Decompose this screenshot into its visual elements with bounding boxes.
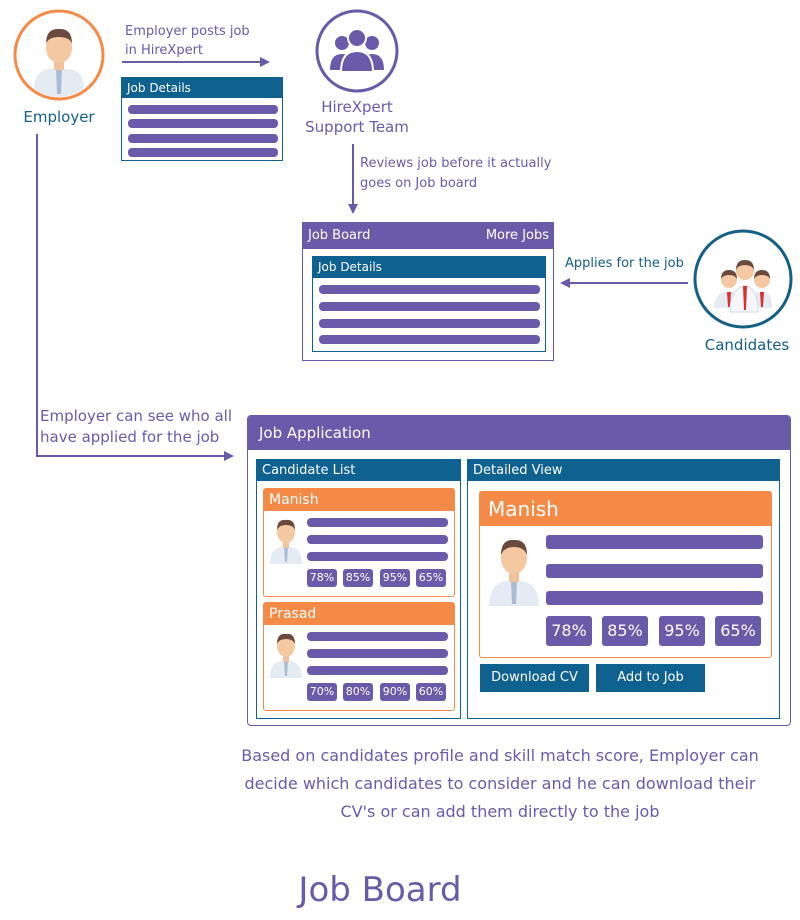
download-cv-button[interactable]: Download CV [480, 664, 589, 692]
support-line2: Support Team [305, 118, 409, 136]
see-line1: Employer can see who all [40, 407, 232, 425]
employer-label: Employer [23, 108, 95, 126]
score-badge: 90% [380, 683, 410, 701]
job-board-title: Job Board [308, 228, 371, 243]
candidates-avatar [692, 228, 794, 330]
add-to-job-button[interactable]: Add to Job [596, 664, 705, 692]
detail-avatar-icon [489, 539, 539, 606]
job-board-line [319, 302, 540, 311]
support-team-label: HireXpert Support Team [290, 97, 424, 137]
caption-line1: Based on candidates profile and skill ma… [241, 746, 759, 765]
job-board-inner-header: Job Details [313, 257, 545, 278]
score-badge: 78% [307, 569, 337, 587]
review-line1: Reviews job before it actually [360, 156, 552, 171]
post-step-text: Employer posts job in HireXpert [125, 22, 250, 60]
more-jobs-link[interactable]: More Jobs [485, 228, 549, 243]
arrow-employer-to-application [36, 134, 234, 461]
candidate-name: Manish [264, 489, 454, 511]
candidate-card-manish[interactable]: Manish 78% 85% 95% 65% [263, 488, 455, 597]
detail-score-badge: 78% [546, 616, 592, 646]
detailed-view-header: Detailed View [468, 460, 779, 481]
employer-avatar [12, 8, 106, 102]
candidates-group-icon [693, 229, 793, 329]
detail-info-line [546, 564, 763, 578]
caption-line2: decide which candidates to consider and … [244, 774, 756, 793]
score-badge: 60% [416, 683, 446, 701]
candidates-label: Candidates [704, 336, 790, 354]
review-line2: goes on Job board [360, 176, 478, 191]
candidate-list-header: Candidate List [257, 460, 460, 481]
job-details-line [128, 134, 278, 143]
job-details-card-header: Job Details [122, 78, 282, 98]
see-line2: have applied for the job [40, 428, 220, 446]
caption-line3: CV's or can add them directly to the job [340, 802, 660, 821]
score-badge: 95% [380, 569, 410, 587]
detail-info-line [546, 535, 763, 549]
post-step-line1: Employer posts job [125, 24, 250, 39]
job-details-line [128, 148, 278, 157]
candidate-list-panel: Candidate List Manish 78% 85% 95% 65% Pr… [256, 459, 461, 719]
candidate-info-line [307, 518, 448, 527]
candidate-avatar-icon [270, 633, 302, 678]
detail-candidate-name: Manish [480, 492, 771, 526]
see-step-text: Employer can see who all have applied fo… [40, 406, 232, 448]
detailed-view-panel: Detailed View Manish 78% 85% 95% 65% Dow… [467, 459, 780, 719]
job-application-header: Job Application [248, 416, 790, 450]
detail-score-badge: 85% [602, 616, 648, 646]
job-board-line [319, 285, 540, 294]
candidate-info-line [307, 649, 448, 658]
review-step-text: Reviews job before it actually goes on J… [360, 154, 551, 194]
candidate-card-prasad[interactable]: Prasad 70% 80% 90% 60% [263, 602, 455, 711]
score-badge: 70% [307, 683, 337, 701]
job-details-line [128, 119, 278, 128]
employer-person-icon [13, 9, 105, 101]
score-badge: 80% [343, 683, 373, 701]
candidate-name: Prasad [264, 603, 454, 625]
job-board-line [319, 319, 540, 328]
detail-info-line [546, 591, 763, 605]
score-badge: 65% [416, 569, 446, 587]
apply-step-text: Applies for the job [565, 256, 684, 271]
job-board-inner-card: Job Details [312, 256, 546, 352]
candidate-info-line [307, 552, 448, 561]
post-step-line2: in HireXpert [125, 43, 204, 58]
job-board-line [319, 335, 540, 344]
job-board-header: Job Board More Jobs [303, 223, 553, 249]
support-team-icon-wrap [314, 8, 400, 94]
job-details-card: Job Details [121, 77, 283, 161]
job-application-panel: Job Application Candidate List Manish 78… [247, 415, 791, 726]
candidate-info-line [307, 535, 448, 544]
team-icon [315, 9, 399, 93]
detail-card: Manish 78% 85% 95% 65% [479, 491, 772, 658]
candidate-avatar-icon [270, 519, 302, 564]
candidate-info-line [307, 632, 448, 641]
detail-score-badge: 95% [659, 616, 705, 646]
support-line1: HireXpert [321, 98, 393, 116]
job-board-panel: Job Board More Jobs Job Details [302, 222, 554, 361]
page-title: Job Board [298, 870, 462, 910]
job-details-line [128, 105, 278, 114]
score-badge: 85% [343, 569, 373, 587]
detail-score-badge: 65% [715, 616, 761, 646]
candidate-info-line [307, 666, 448, 675]
caption-text: Based on candidates profile and skill ma… [190, 742, 800, 826]
